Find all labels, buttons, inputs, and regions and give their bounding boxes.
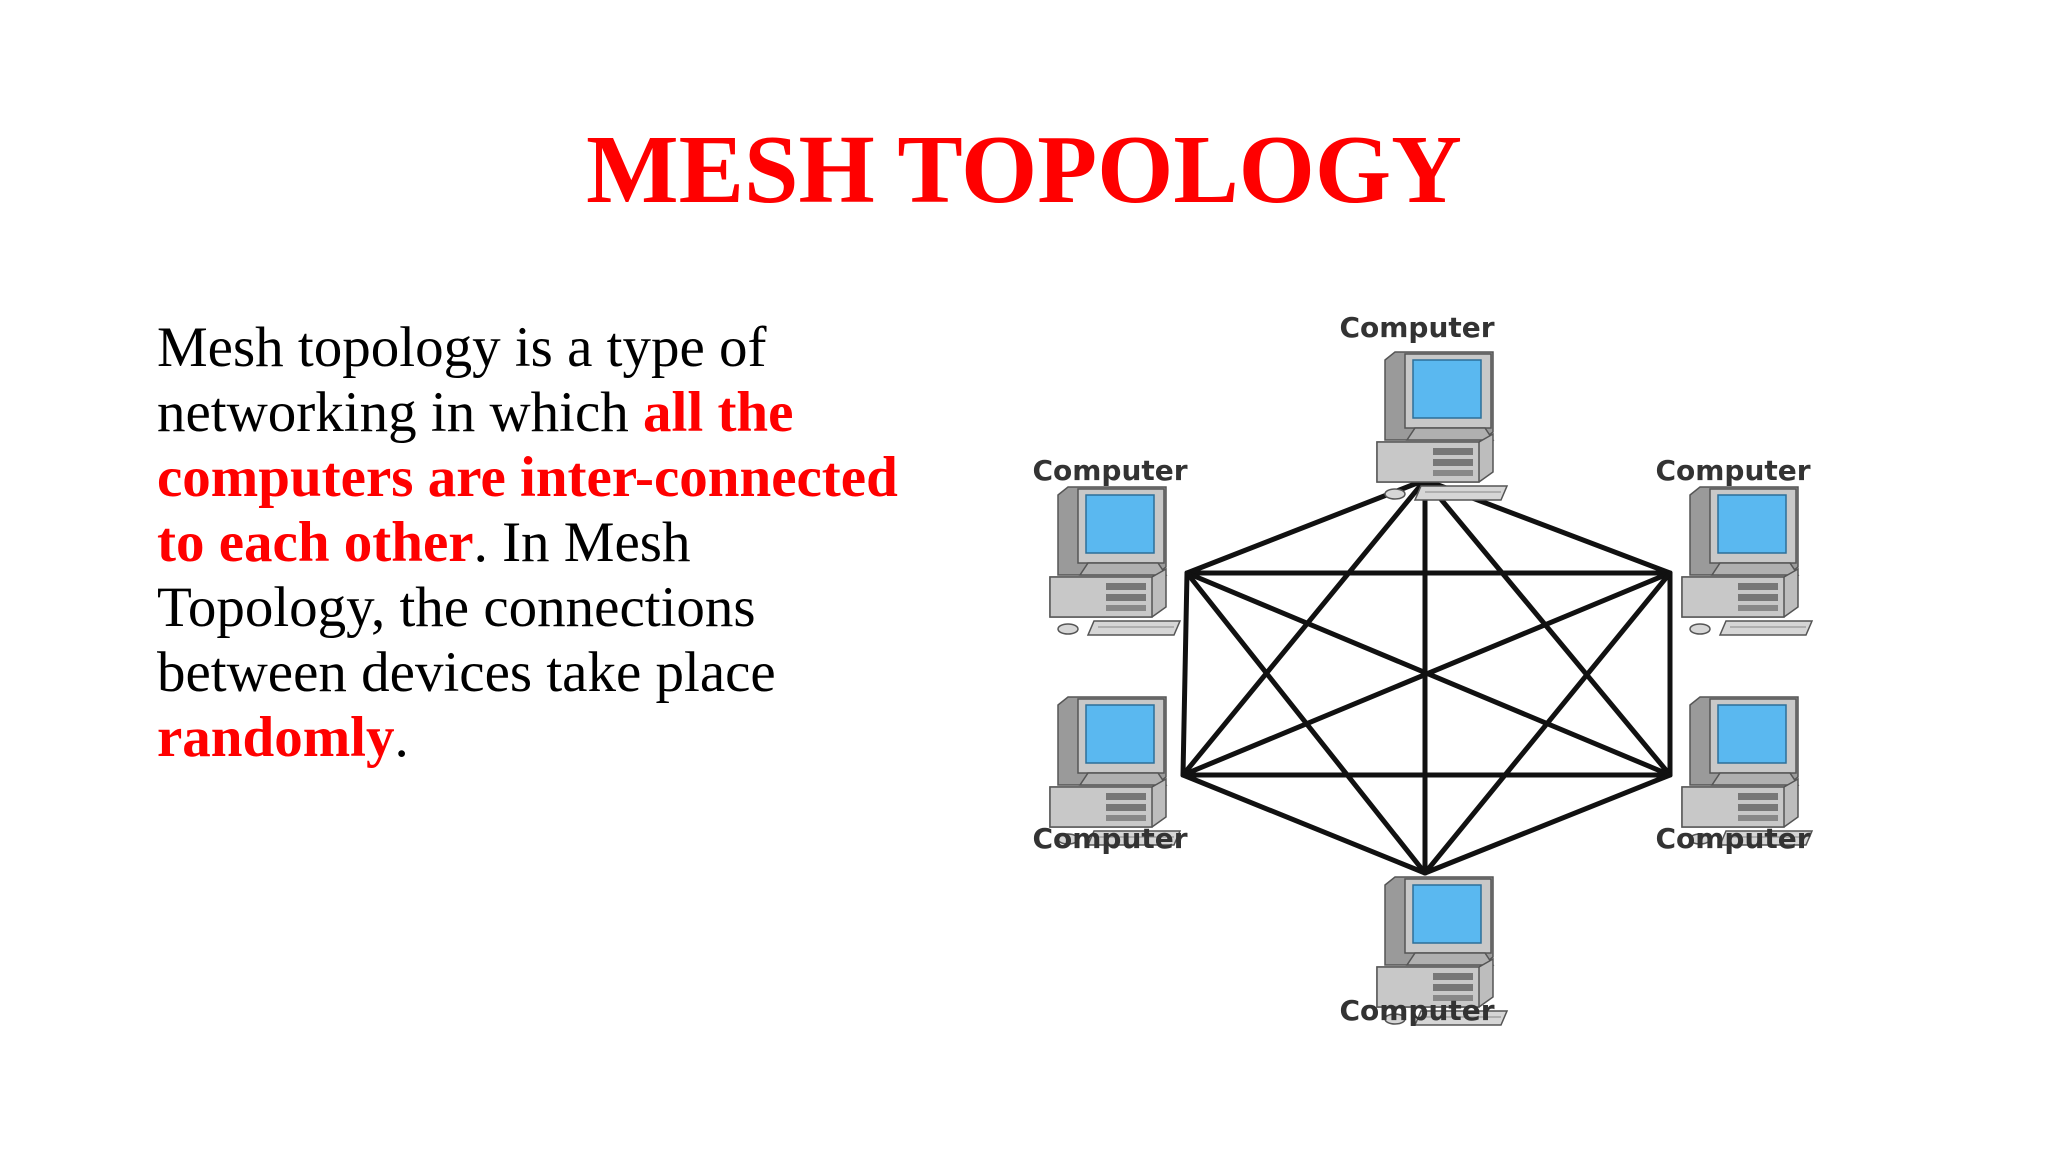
slide-title: MESH TOPOLOGY [586,116,1462,224]
mesh-link-top-lower-right [1422,477,1673,778]
computer-label: Computer [1655,822,1810,855]
description-paragraph: Mesh topology is a type of networking in… [157,315,917,770]
mesh-link-top-lower-left [1180,477,1428,778]
text-segment: . In Mesh Topology, the connections betw… [157,511,776,704]
computer-icon [1376,876,1509,1026]
mesh-link-upper-right-bottom [1422,570,1673,876]
computer-label: Computer [1032,822,1187,855]
mesh-link-upper-left-lower-left [1180,570,1190,778]
text-segment: . [394,706,409,769]
computer-icon [1376,351,1509,501]
computer-node-top: Computer [1339,311,1509,501]
mesh-link-upper-right-lower-left [1180,570,1673,778]
computer-node-bottom: Computer [1339,876,1509,1027]
mesh-link-lower-left-bottom [1180,772,1428,876]
computer-node-upper-left: Computer [1032,454,1188,636]
mesh-link-lower-right-bottom [1422,772,1673,876]
computer-label: Computer [1339,994,1494,1027]
highlight-interconnected: all the computers are inter-connected to… [157,381,898,574]
computer-icon [1681,696,1814,846]
highlight-randomly: randomly [157,706,395,769]
computer-node-upper-right: Computer [1655,454,1814,636]
computer-node-lower-left: Computer [1032,696,1188,855]
computer-icon [1049,696,1182,846]
computer-label: Computer [1339,311,1494,344]
computer-label: Computer [1655,454,1810,487]
computer-label: Computer [1032,454,1187,487]
computer-node-lower-right: Computer [1655,696,1814,855]
computer-icon [1049,486,1182,636]
computer-icon [1681,486,1814,636]
text-segment: Mesh topology is a type of networking in… [157,316,767,444]
